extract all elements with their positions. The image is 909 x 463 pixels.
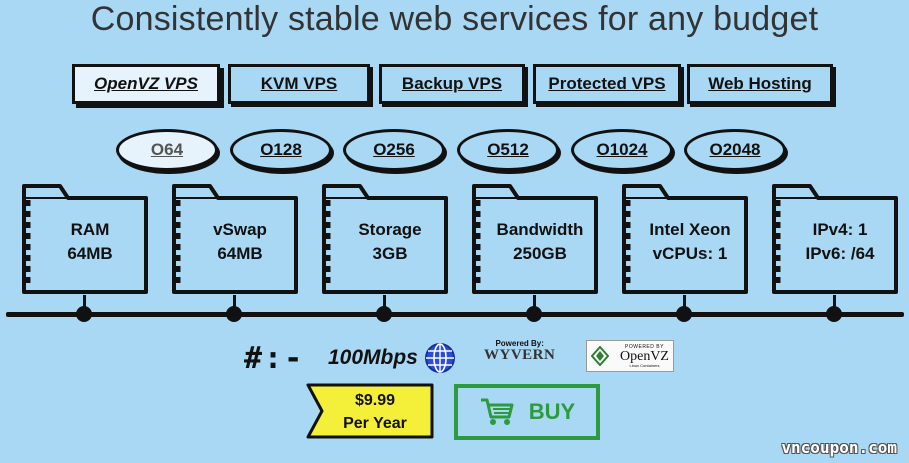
port-speed-label: 100Mbps <box>328 346 418 369</box>
connector-stem <box>833 295 836 311</box>
openvz-name: OpenVZ <box>620 348 669 364</box>
connector-stem <box>533 295 536 311</box>
watermark: vncoupon.com <box>781 438 897 457</box>
spec-value: vCPUs: 1 <box>652 244 728 263</box>
spec-value: 250GB <box>513 244 567 263</box>
network-node <box>676 306 692 322</box>
plan-o2048[interactable]: O2048 <box>684 129 786 171</box>
shopping-cart-icon <box>480 398 514 425</box>
spec-label: Intel Xeon <box>649 220 731 239</box>
network-node <box>376 306 392 322</box>
openvz-leaf-icon <box>591 346 609 366</box>
price-period: Per Year <box>343 415 407 432</box>
folder-icon <box>472 184 598 294</box>
tab-backup-vps[interactable]: Backup VPS <box>379 64 525 104</box>
spec-folder-bandwidth: Bandwidth 250GB <box>470 180 600 300</box>
folder-icon <box>622 184 748 294</box>
openvz-subtitle: Linux Containers <box>629 362 660 368</box>
price-flag-icon <box>306 383 434 439</box>
wyvern-name: WYVERN <box>484 347 556 363</box>
plan-o512[interactable]: O512 <box>457 129 559 171</box>
spec-folder-storage: Storage 3GB <box>320 180 450 300</box>
price-tag: $9.99 Per Year <box>306 383 434 439</box>
folder-icon <box>772 184 898 294</box>
plan-o64[interactable]: O64 <box>116 129 218 171</box>
spec-folder-ram: RAM 64MB <box>20 180 150 300</box>
ip-count-label: #:- <box>244 340 305 376</box>
wyvern-logo: Powered By: WYVERN <box>484 340 555 380</box>
spec-value: IPv6: /64 <box>805 244 875 263</box>
spec-label: Storage <box>358 220 422 239</box>
connector-stem <box>683 295 686 311</box>
spec-value: 64MB <box>217 244 263 263</box>
tab-openvz-vps[interactable]: OpenVZ VPS <box>72 64 220 104</box>
spec-folder-vswap: vSwap 64MB <box>170 180 300 300</box>
openvz-logo: POWERED BY OpenVZ Linux Containers <box>586 340 674 372</box>
spec-folder-ip: IPv4: 1 IPv6: /64 <box>770 180 900 300</box>
tab-web-hosting[interactable]: Web Hosting <box>687 64 833 104</box>
network-line <box>6 312 904 317</box>
buy-button[interactable]: BUY <box>454 384 600 440</box>
folder-icon <box>22 184 148 294</box>
folder-icon <box>322 184 448 294</box>
network-node <box>76 306 92 322</box>
plan-o256[interactable]: O256 <box>343 129 445 171</box>
spec-value: 3GB <box>372 244 408 263</box>
tab-kvm-vps[interactable]: KVM VPS <box>228 64 370 104</box>
connector-stem <box>83 295 86 311</box>
spec-label: Bandwidth <box>496 220 584 239</box>
page-title: Consistently stable web services for any… <box>90 0 819 38</box>
network-node <box>826 306 842 322</box>
spec-label: RAM <box>70 220 110 239</box>
buy-label: BUY <box>528 399 576 424</box>
price-amount: $9.99 <box>354 392 396 409</box>
network-node <box>226 306 242 322</box>
globe-icon <box>424 338 456 378</box>
spec-value: 64MB <box>67 244 113 263</box>
spec-label: vSwap <box>213 220 267 239</box>
spec-folder-cpu: Intel Xeon vCPUs: 1 <box>620 180 750 300</box>
network-node <box>526 306 542 322</box>
wyvern-powered-by: Powered By: <box>495 339 544 348</box>
tab-protected-vps[interactable]: Protected VPS <box>533 64 681 104</box>
plan-o1024[interactable]: O1024 <box>571 129 673 171</box>
spec-label: IPv4: 1 <box>812 220 868 239</box>
openvz-powered-by: POWERED BY <box>625 343 664 350</box>
folder-icon <box>172 184 298 294</box>
plan-o128[interactable]: O128 <box>230 129 332 171</box>
connector-stem <box>383 295 386 311</box>
connector-stem <box>233 295 236 311</box>
